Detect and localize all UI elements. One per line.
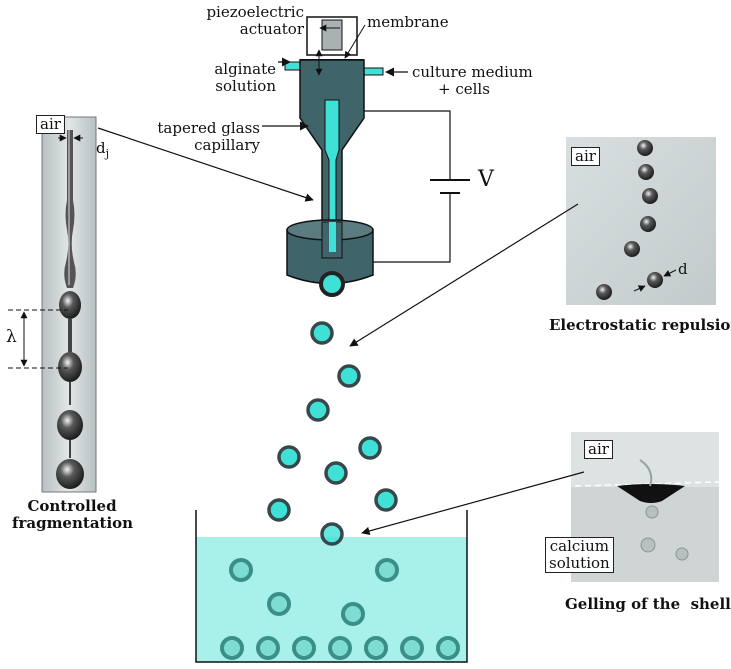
capsule [256, 636, 280, 660]
jet-diameter-label: dj [96, 139, 110, 161]
droplet [374, 488, 398, 512]
capsule [328, 636, 352, 660]
fragmentation-photo [41, 116, 97, 493]
capsule [400, 636, 424, 660]
capsule [229, 558, 253, 582]
membrane-label: membrane [367, 13, 449, 31]
air-label-left: air [36, 115, 65, 134]
capsule [364, 636, 388, 660]
droplet-entering [320, 522, 344, 546]
capsule [220, 636, 244, 660]
voltage-label: V [478, 167, 494, 192]
droplet [310, 321, 334, 345]
droplet [277, 445, 301, 469]
jet-drop-3 [57, 410, 83, 440]
jet-drop-1 [59, 291, 81, 319]
circuit-wire [364, 110, 451, 180]
gelling-caption: Gelling of the shell [565, 595, 731, 613]
pointer-to-gelling [361, 471, 585, 536]
capsule [292, 636, 316, 660]
air-label-right-bottom: air [584, 440, 613, 459]
air-label-right-top: air [571, 147, 600, 166]
capsule [267, 592, 291, 616]
droplet [267, 498, 291, 522]
droplet [306, 398, 330, 422]
pointer-to-electrostatic [349, 203, 579, 347]
wavelength-label: λ [6, 327, 17, 347]
drop-diameter-label: d [678, 260, 688, 278]
jet-drop-4 [56, 459, 84, 489]
piezo-actuator [321, 19, 343, 51]
electrostatic-caption: Electrostatic repulsion [549, 316, 731, 334]
droplet [358, 436, 382, 460]
capsule [436, 636, 460, 660]
encapsulation-device [284, 16, 470, 297]
falling-droplets [267, 321, 398, 522]
capsule [375, 558, 399, 582]
droplet [324, 461, 348, 485]
droplet [337, 364, 361, 388]
wavelength-marker [8, 309, 68, 369]
calcium-bath [195, 510, 468, 663]
capsule [341, 602, 365, 626]
jet-drop-2 [58, 352, 82, 382]
culture-label: culture medium + cells [412, 63, 533, 98]
liquid-jet [64, 130, 76, 288]
pointer-jet-to-device [97, 127, 314, 202]
